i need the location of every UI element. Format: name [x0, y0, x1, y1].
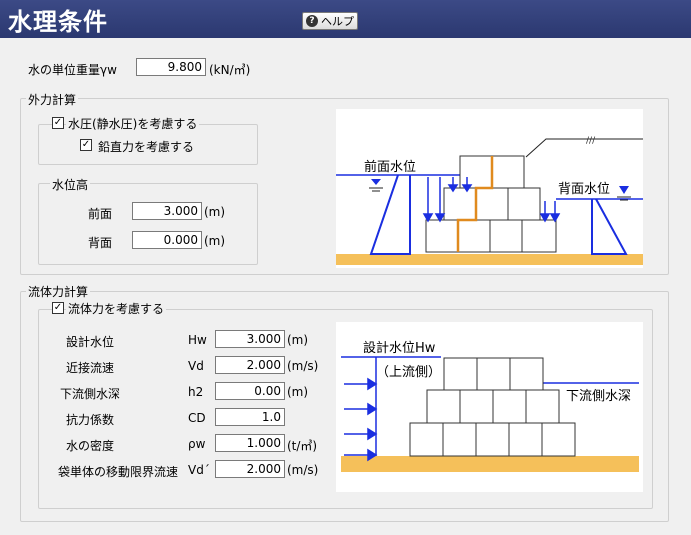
fluid-row-label: 下流側水深 [60, 387, 121, 401]
question-icon: ? [306, 15, 318, 27]
fluid-row-label: 近接流速 [66, 361, 115, 375]
fluid-row-symbol: ρw [188, 437, 206, 451]
front-level-input[interactable]: 3.000 [132, 202, 202, 220]
fluid-row-symbol: h2 [188, 385, 204, 399]
external-force-diagram: /// [336, 109, 643, 268]
front-pressure-triangle [369, 174, 411, 255]
back-pressure-triangle [591, 198, 628, 255]
fluid-row-symbol: CD [188, 411, 206, 425]
fluid-row-unit: (m) [287, 333, 309, 347]
design-level-label: 設計水位Hw [363, 340, 436, 356]
external-force-diagram-svg: /// [336, 136, 643, 265]
water-level-legend: 水位高 [50, 176, 91, 193]
fluid-row-label: 水の密度 [66, 439, 115, 453]
hydrostatic-checkbox[interactable]: ✓ [52, 117, 64, 129]
downstream-label: 下流側水深 [566, 389, 631, 404]
drag-coefficient-input[interactable]: 1.0 [215, 408, 285, 426]
fluid-force-arrows [344, 377, 378, 462]
ground-layer [341, 456, 639, 472]
back-level-marker [619, 186, 629, 194]
sandbag-blocks [425, 155, 557, 253]
upstream-label: （上流側） [376, 365, 441, 380]
water-density-input[interactable]: 1.000 [215, 434, 285, 452]
water-level-group [38, 183, 258, 265]
front-level-marker [371, 179, 381, 185]
external-force-group [20, 98, 669, 275]
unit-weight-label: 水の単位重量γw [28, 63, 117, 77]
critical-velocity-input[interactable]: 2.000 [215, 460, 285, 478]
phreatic-line [456, 156, 494, 252]
fluid-row-unit: (m/s) [287, 463, 319, 477]
fluid-force-diagram: 設計水位Hw （上流側） 下流側水深 [336, 322, 643, 492]
fluid-row-unit: (t/㎥) [287, 439, 318, 453]
svg-text:///: /// [586, 136, 596, 146]
hydrostatic-label: 水圧(静水圧)を考慮する [66, 115, 200, 132]
downstream-depth-input[interactable]: 0.00 [215, 382, 285, 400]
page-title: 水理条件 [8, 8, 108, 36]
vertical-force-label: 鉛直力を考慮する [98, 140, 195, 154]
unit-weight-unit: (kN/㎥) [209, 63, 251, 77]
fluid-row-symbol: Vd´ [188, 463, 210, 477]
unit-weight-input[interactable]: 9.800 [136, 58, 206, 76]
help-button-label: ヘルプ [321, 15, 354, 28]
back-level-unit: (m) [204, 234, 226, 248]
front-level-label: 前面 [88, 207, 113, 221]
fluid-force-checkbox[interactable]: ✓ [52, 302, 64, 314]
ground-layer [336, 254, 643, 265]
fluid-force-inner-group [38, 309, 653, 509]
fluid-row-symbol: Vd [188, 359, 204, 373]
back-level-input[interactable]: 0.000 [132, 231, 202, 249]
help-button[interactable]: ? ヘルプ [302, 12, 358, 30]
fluid-row-label: 抗力係数 [66, 413, 115, 427]
approach-velocity-input[interactable]: 2.000 [215, 356, 285, 374]
sandbag-blocks [409, 357, 576, 457]
vertical-force-arrows [422, 177, 561, 223]
title-bar: 水理条件 ? ヘルプ [0, 0, 691, 38]
fluid-force-diagram-svg: 設計水位Hw （上流側） 下流側水深 [341, 340, 639, 472]
fluid-row-unit: (m) [287, 385, 309, 399]
fluid-row-label: 袋単体の移動限界流速 [58, 465, 179, 479]
front-level-unit: (m) [204, 205, 226, 219]
front-water-label: 前面水位 [364, 159, 416, 175]
fluid-row-unit: (m/s) [287, 359, 319, 373]
fluid-row-label: 設計水位 [66, 335, 115, 349]
vertical-force-checkbox[interactable]: ✓ [80, 139, 92, 151]
design-level-input[interactable]: 3.000 [215, 330, 285, 348]
external-force-legend: 外力計算 [26, 91, 79, 108]
fluid-force-group [20, 291, 669, 522]
fluid-force-legend: 流体力計算 [26, 283, 91, 300]
fluid-row-symbol: Hw [188, 333, 207, 347]
back-water-label: 背面水位 [558, 182, 610, 197]
backfill-slope [525, 138, 643, 158]
back-level-label: 背面 [88, 236, 113, 250]
fluid-force-checkbox-label: 流体力を考慮する [66, 300, 167, 317]
